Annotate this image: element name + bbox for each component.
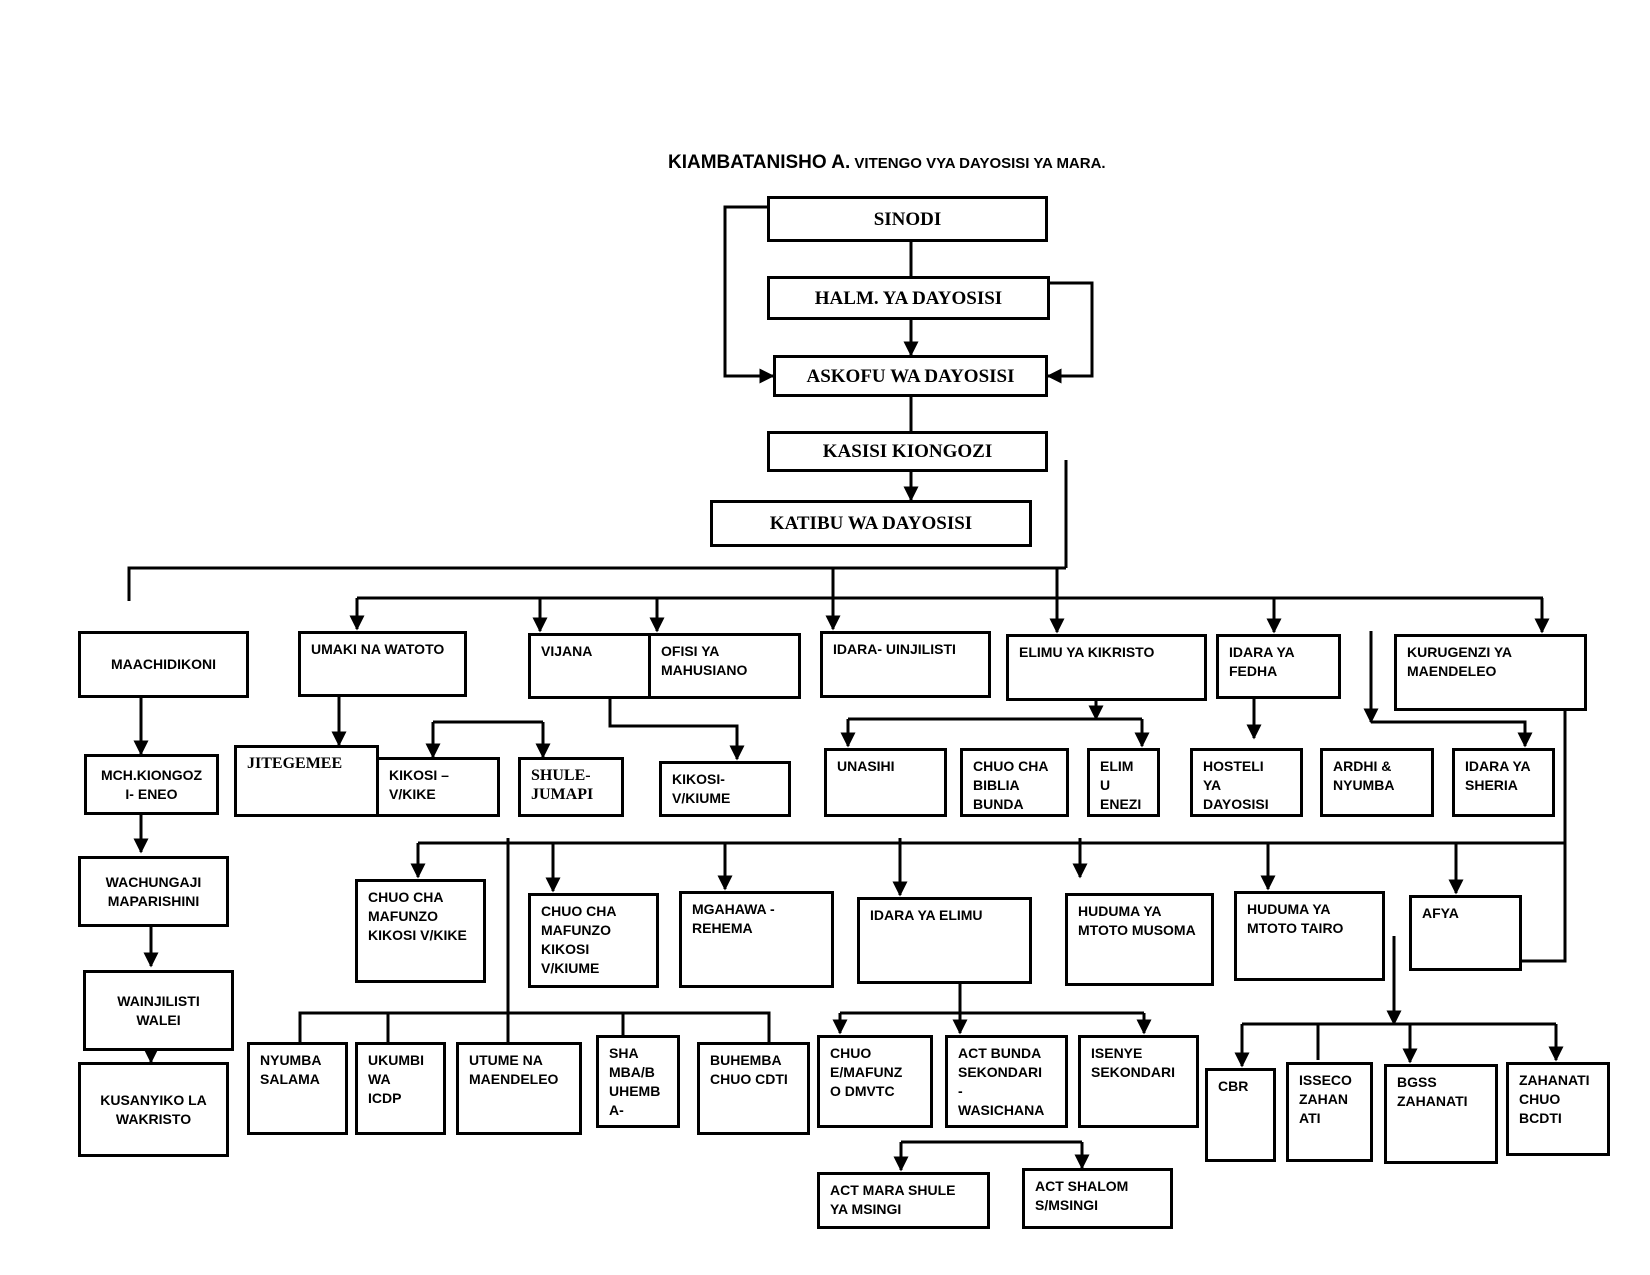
node-idara-fedha: IDARA YA FEDHA	[1216, 634, 1341, 699]
node-unasihi: UNASIHI	[824, 748, 947, 817]
node-kasisi: KASISI KIONGOZI	[767, 431, 1048, 472]
node-huduma-musoma: HUDUMA YA MTOTO MUSOMA	[1065, 893, 1214, 986]
node-askofu: ASKOFU WA DAYOSISI	[773, 355, 1048, 397]
node-chuo-biblia: CHUO CHA BIBLIA BUNDA	[960, 748, 1069, 817]
node-chuo-mafunzo-vikiume: CHUO CHA MAFUNZO KIKOSI V/KIUME	[528, 893, 659, 988]
node-afya: AFYA	[1409, 895, 1522, 971]
wire-left-bus	[127, 566, 1066, 601]
node-mgahawa: MGAHAWA - REHEMA	[679, 891, 834, 988]
node-bgss: BGSS ZAHANATI	[1384, 1064, 1498, 1164]
title-rest: VITENGO VYA DAYOSISI YA MARA.	[850, 155, 1106, 172]
node-kurugenzi: KURUGENZI YA MAENDELEO	[1394, 634, 1587, 711]
node-act-bunda: ACT BUNDA SEKONDARI - WASICHANA	[945, 1035, 1068, 1128]
node-ardhi: ARDHI & NYUMBA	[1320, 748, 1434, 817]
node-halmashauri: HALM. YA DAYOSISI	[767, 276, 1050, 320]
node-chuo-dmvtc: CHUO E/MAFUNZ O DMVTC	[817, 1035, 933, 1128]
title-lead: KIAMBATANISHO A.	[668, 152, 851, 173]
node-mch-kiongozi: MCH.KIONGOZ I- ENEO	[84, 754, 219, 815]
node-idara-elimu: IDARA YA ELIMU	[857, 897, 1032, 984]
node-elimu-enezi: ELIM U ENEZI	[1087, 748, 1160, 817]
node-wainjilisti: WAINJILISTI WALEI	[83, 970, 234, 1051]
node-ukumbi-icdp: UKUMBI WA ICDP	[355, 1042, 446, 1135]
node-hosteli: HOSTELI YA DAYOSISI	[1190, 748, 1303, 817]
node-shamba: SHA MBA/B UHEMB A-	[596, 1035, 680, 1128]
wire-bus2-right	[1522, 711, 1567, 963]
node-cbr: CBR	[1205, 1068, 1276, 1162]
node-sheria: IDARA YA SHERIA	[1452, 748, 1555, 817]
node-umaki: UMAKI NA WATOTO	[298, 631, 467, 697]
wire-sinodi-askofu-left	[723, 205, 775, 384]
node-utume: UTUME NA MAENDELEO	[456, 1042, 582, 1135]
node-kikosi-vikiume: KIKOSI- V/KIUME	[659, 761, 791, 817]
node-zahanati-chuo: ZAHANATI CHUO BCDTI	[1506, 1062, 1610, 1156]
wire-halm-askofu-right	[1046, 281, 1094, 384]
wire-utume-bus	[298, 1011, 771, 1042]
node-huduma-tairo: HUDUMA YA MTOTO TAIRO	[1234, 891, 1385, 981]
node-elimu-kikristo: ELIMU YA KIKRISTO	[1006, 634, 1207, 701]
node-sinodi: SINODI	[767, 196, 1048, 242]
node-nyumba-salama: NYUMBA SALAMA	[247, 1042, 348, 1135]
chart-title: KIAMBATANISHO A. VITENGO VYA DAYOSISI YA…	[668, 152, 1106, 174]
node-act-mara-shule: ACT MARA SHULE YA MSINGI	[817, 1172, 990, 1229]
node-jitegemee: JITEGEMEE	[234, 745, 379, 817]
node-act-shalom: ACT SHALOM S/MSINGI	[1022, 1168, 1173, 1229]
node-kusanyiko: KUSANYIKO LA WAKRISTO	[78, 1062, 229, 1157]
node-isenye: ISENYE SEKONDARI	[1078, 1035, 1199, 1128]
node-vijana: VIJANA	[528, 633, 653, 699]
wire-ardhi-sheria	[1371, 720, 1533, 748]
node-kikosi-vikike: KIKOSI – V/KIKE	[376, 757, 500, 817]
node-maachidikoni: MAACHIDIKONI	[78, 631, 249, 698]
node-chuo-mafunzo-vikike: CHUO CHA MAFUNZO KIKOSI V/KIKE	[355, 879, 486, 983]
node-buhemba-chuo: BUHEMBA CHUO CDTI	[697, 1042, 810, 1135]
node-isseco: ISSECO ZAHAN ATI	[1286, 1062, 1373, 1162]
node-wachungaji: WACHUNGAJI MAPARISHINI	[78, 856, 229, 927]
node-katibu: KATIBU WA DAYOSISI	[710, 500, 1032, 547]
node-ofisi-mahusiano: OFISI YA MAHUSIANO	[648, 633, 801, 699]
wire-vijana-sub	[608, 699, 745, 761]
node-idara-uinjilisti: IDARA- UINJILISTI	[820, 631, 991, 698]
node-shule-jumapili: SHULE- JUMAPI	[518, 757, 624, 817]
